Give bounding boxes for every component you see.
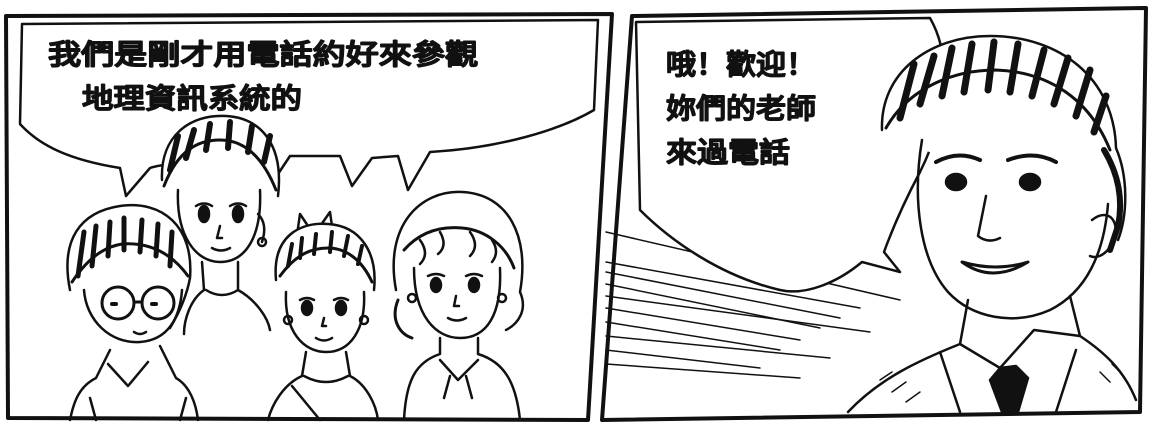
right-speech-line-2: 妳們的老師: [666, 92, 816, 125]
tall-woman: [160, 114, 281, 336]
man-in-suit: [846, 34, 1138, 414]
left-speech-line-2: 地理資訊系統的: [82, 82, 302, 115]
girl-with-wavy-hair: [392, 190, 525, 422]
speed-lines: [605, 231, 901, 379]
left-speech-line-1: 我們是剛才用電話約好來參觀: [48, 38, 478, 71]
right-speech-line-1: 哦！歡迎！: [666, 48, 816, 81]
girl-with-bow: [266, 210, 380, 422]
right-panel: 哦！歡迎！ 妳們的老師 來過電話: [600, 6, 1148, 422]
left-panel: 我們是剛才用電話約好來參觀 地理資訊系統的: [4, 12, 614, 422]
right-speech-line-3: 來過電話: [666, 136, 790, 169]
girl-with-glasses: [66, 203, 200, 422]
